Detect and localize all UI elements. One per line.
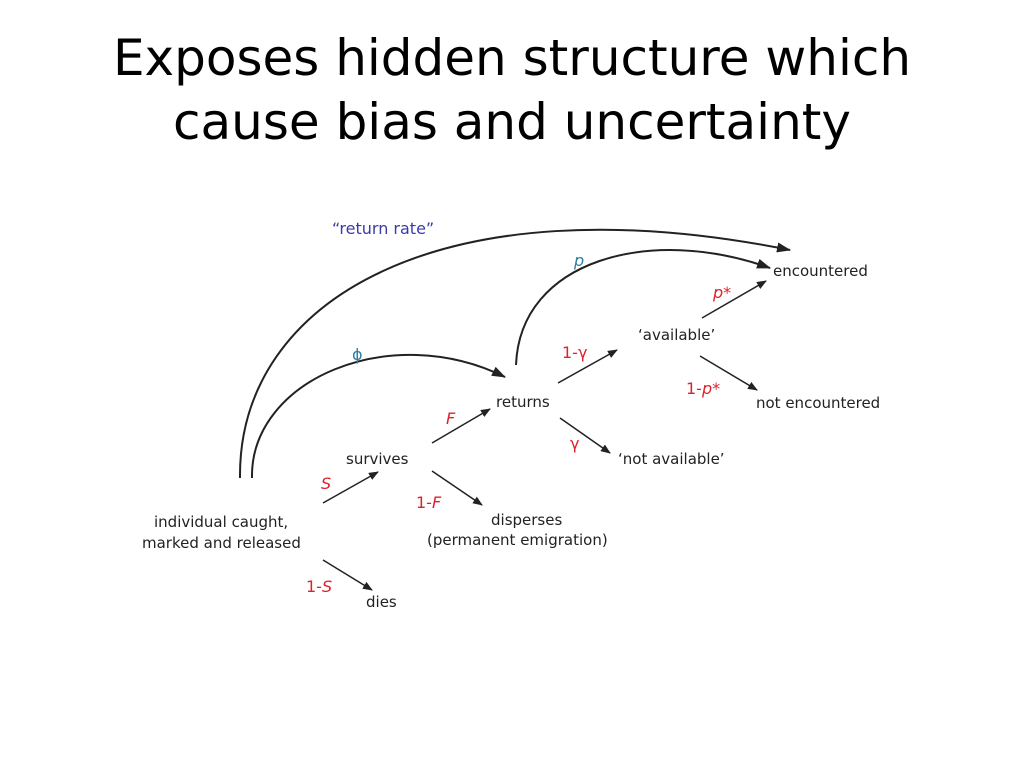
node-disperses-line-2: (permanent emigration) [427, 531, 608, 549]
label-one-minus-S-prefix: 1- [306, 577, 322, 596]
label-one-minus-F: 1-F [416, 493, 442, 512]
label-p-star: p* [712, 283, 731, 302]
node-returns: returns [496, 393, 550, 411]
label-one-minus-S: 1-S [306, 577, 332, 596]
label-phi: ϕ [352, 345, 363, 364]
slide-title-line-1: Exposes hidden structure which [112, 29, 912, 87]
label-one-minus-p-star-prefix: 1- [686, 379, 702, 398]
label-one-minus-gamma: 1-γ [562, 343, 587, 362]
slide-title: Exposes hidden structure which cause bia… [0, 26, 1024, 154]
node-caught-line-2: marked and released [142, 534, 301, 552]
edge-returns-to-not-available [559, 417, 611, 454]
node-caught-line-1: individual caught, [154, 513, 288, 531]
edge-caught-to-survives [322, 471, 379, 504]
arc-p [515, 249, 771, 366]
label-one-minus-F-symbol: F [432, 493, 442, 512]
label-one-minus-F-prefix: 1- [416, 493, 432, 512]
edge-caught-to-dies [322, 559, 373, 591]
node-disperses-line-1: disperses [491, 511, 562, 529]
edge-survives-to-returns [431, 408, 491, 444]
label-return-rate: “return rate” [332, 219, 434, 238]
edge-available-to-not-encountered [699, 355, 758, 391]
node-available: ‘available’ [638, 326, 715, 344]
arc-phi [250, 353, 506, 479]
node-not-available: ‘not available’ [618, 450, 725, 468]
label-gamma: γ [570, 434, 579, 453]
node-not-encountered: not encountered [756, 394, 880, 412]
arc-return-rate [238, 228, 791, 479]
label-one-minus-p-star-symbol: p* [701, 379, 720, 398]
edge-survives-to-disperses [431, 470, 483, 506]
node-encountered: encountered [773, 262, 868, 280]
label-one-minus-p-star: 1-p* [686, 379, 720, 398]
label-S: S [321, 474, 331, 493]
label-p: p [573, 251, 584, 270]
node-survives: survives [346, 450, 409, 468]
edge-returns-to-available [557, 349, 618, 384]
node-dies: dies [366, 593, 397, 611]
label-F: F [446, 409, 456, 428]
slide-title-line-2: cause bias and uncertainty [173, 93, 851, 151]
label-one-minus-S-symbol: S [322, 577, 332, 596]
edge-available-to-encountered [701, 280, 767, 319]
